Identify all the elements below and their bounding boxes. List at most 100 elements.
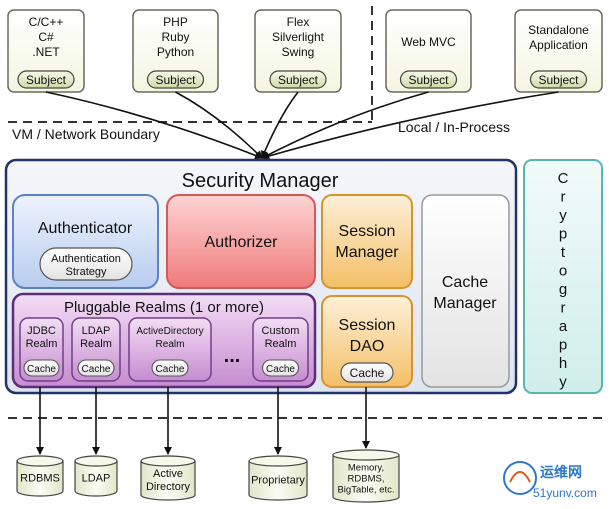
realm-cache-label: Cache: [27, 364, 56, 375]
session-dao-box: [321, 295, 413, 388]
subject-label: Subject: [155, 73, 196, 87]
subject-label: Subject: [408, 73, 449, 87]
datastore-label-line: LDAP: [82, 473, 111, 485]
cache-manager-box: [421, 194, 510, 388]
client-label-line: Ruby: [161, 30, 189, 44]
realm-label-line: Realm: [80, 338, 112, 350]
cryptography-letter: h: [559, 355, 567, 372]
authentication-strategy-line-1: Authentication: [51, 253, 121, 265]
authentication-strategy-line-2: Strategy: [66, 266, 107, 278]
subject-label: Subject: [538, 73, 579, 87]
cryptography-letter: p: [559, 226, 567, 243]
watermark-name: 运维网: [540, 464, 582, 480]
session-dao-cache-pill: [340, 362, 394, 383]
subject-pill: [269, 70, 327, 89]
client-arrows: [45, 91, 559, 160]
cryptography-box: [523, 159, 603, 394]
subject-label: Subject: [278, 73, 319, 87]
cylinder-body-icon: [248, 461, 308, 501]
realm-cache-label: Cache: [156, 364, 185, 375]
authentication-strategy-pill: [39, 247, 133, 281]
session-dao-line-1: Session: [339, 317, 396, 334]
cylinder-top-icon: [332, 449, 400, 461]
client-label-line: Swing: [282, 45, 315, 59]
datastore-5: Memory,RDBMS,BigTable, etc.: [332, 449, 400, 503]
client-label-line: PHP: [163, 15, 188, 29]
client-label-line: Flex: [287, 15, 310, 29]
datastore-2: LDAP: [74, 455, 118, 497]
client-label-line: C/C++: [29, 15, 64, 29]
cryptography-letter: r: [561, 300, 566, 317]
datastore-1: RDBMS: [16, 455, 64, 497]
datastore-arrows: [36, 387, 370, 455]
cache-manager-line-2: Manager: [433, 295, 497, 312]
client-label-line: C#: [38, 30, 54, 44]
realm-label-line: Custom: [262, 325, 300, 337]
cryptography-letter: y: [559, 374, 567, 391]
watermark-url: 51yunv.com: [533, 486, 597, 500]
cryptography-letter: C: [558, 170, 569, 187]
cylinder-top-icon: [248, 455, 308, 467]
client-label-line: Python: [157, 45, 194, 59]
datastore-3: ActiveDirectory: [140, 455, 196, 501]
subject-label: Subject: [26, 73, 67, 87]
session-manager-line-2: Manager: [335, 244, 399, 261]
client-arrow: [261, 91, 429, 159]
client-arrow: [175, 91, 263, 159]
realm-cache-label: Cache: [82, 364, 111, 375]
client-label-line: Web MVC: [401, 35, 456, 49]
watermark: 运维网 51yunv.com: [503, 461, 597, 500]
subject-pill: [17, 70, 75, 89]
client-label-line: Application: [529, 38, 588, 52]
datastore-label-line: RDBMS,: [348, 474, 385, 485]
pluggable-realms-title: Pluggable Realms (1 or more): [64, 299, 264, 316]
cylinder-top-icon: [140, 455, 196, 467]
cryptography-letter: p: [559, 337, 567, 354]
realm-label-line: Realm: [265, 338, 297, 350]
realm-cache-pill: [261, 359, 300, 377]
session-manager-line-1: Session: [339, 223, 396, 240]
client-arrow: [261, 91, 299, 159]
authorizer-box: [166, 194, 316, 289]
subject-pill: [529, 70, 588, 89]
realm-cache-pill: [151, 359, 189, 377]
realm-cache-pill: [23, 359, 60, 377]
realm-frame: [128, 317, 212, 382]
watermark-logo-icon: [503, 461, 537, 495]
cylinder-top-icon: [16, 455, 64, 467]
cylinder-body-icon: [140, 461, 196, 501]
client-box-4: Web MVC Subject: [385, 9, 472, 93]
cryptography-letter: o: [559, 263, 567, 280]
cache-manager-line-1: Cache: [442, 274, 488, 291]
datastore-label-line: Memory,: [348, 463, 384, 474]
cryptography-letter: t: [561, 244, 566, 261]
realm-cache-label: Cache: [266, 364, 295, 375]
cryptography-letter: r: [561, 189, 566, 206]
datastore-label-line: BigTable, etc.: [337, 485, 394, 496]
cryptography-letter: y: [559, 207, 567, 224]
session-dao-cache-label: Cache: [350, 366, 385, 380]
realm-label-line: LDAP: [82, 325, 111, 337]
client-arrow: [261, 91, 559, 160]
cylinder-top-icon: [74, 455, 118, 467]
vm-network-boundary-label: VM / Network Boundary: [12, 126, 160, 142]
realm-cache-pill: [77, 359, 115, 377]
datastore-label-line: Directory: [146, 481, 191, 493]
cryptography-letter: g: [559, 281, 567, 298]
realms-ellipsis: ...: [224, 345, 241, 367]
datastore-label-line: Active: [153, 468, 183, 480]
cylinder-body-icon: [332, 455, 400, 503]
watermark-swoosh-icon: [509, 471, 531, 483]
datastore-label-line: RDBMS: [20, 473, 60, 485]
